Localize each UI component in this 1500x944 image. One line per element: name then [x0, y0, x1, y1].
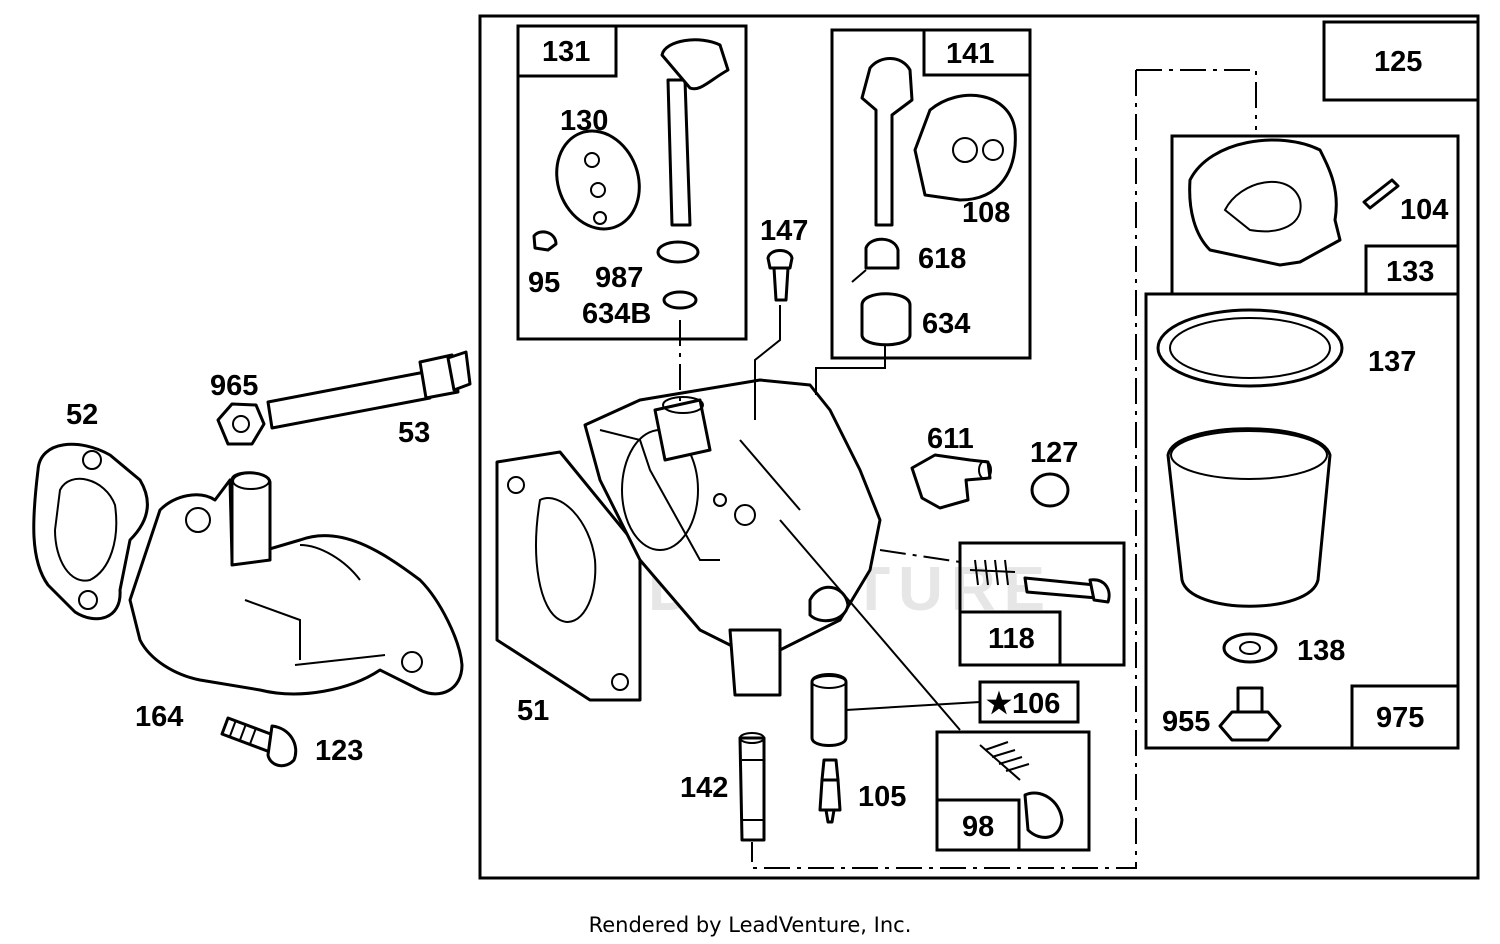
part-53-stud — [266, 350, 472, 430]
carburetor-body — [583, 378, 882, 697]
footer-credit: Rendered by LeadVenture, Inc. — [589, 913, 912, 937]
label-133: 133 — [1386, 256, 1434, 288]
part-106-seat — [810, 673, 848, 747]
label-131: 131 — [542, 36, 590, 68]
part-164-intake-manifold — [128, 471, 464, 696]
part-142-emulsion-tube — [738, 732, 766, 842]
part-104-pin — [1362, 178, 1400, 210]
part-123-screw — [220, 716, 298, 768]
kit-975-bowl — [1144, 292, 1460, 750]
label-53: 53 — [398, 417, 430, 449]
label-955: 955 — [1162, 706, 1210, 738]
label-634b: 634B — [582, 298, 651, 330]
part-105-needle — [818, 758, 842, 824]
label-130: 130 — [560, 105, 608, 137]
label-634: 634 — [922, 308, 970, 340]
label-51: 51 — [517, 695, 549, 727]
label-987: 987 — [595, 262, 643, 294]
kit-118-idle-mixture — [958, 541, 1126, 667]
label-123: 123 — [315, 735, 363, 767]
box-125 — [1322, 20, 1480, 102]
kit-98-main-jet — [935, 730, 1091, 852]
label-147: 147 — [760, 215, 808, 247]
label-52: 52 — [66, 399, 98, 431]
label-141: 141 — [946, 38, 994, 70]
part-127-washer — [1030, 472, 1070, 508]
kit-131-throttle-shaft — [516, 24, 748, 341]
kit-141-choke-shaft — [830, 28, 1032, 360]
label-118: 118 — [988, 623, 1035, 655]
label-127: 127 — [1030, 437, 1078, 469]
part-147-screw — [766, 249, 794, 302]
label-108: 108 — [962, 197, 1010, 229]
label-125: 125 — [1374, 46, 1422, 78]
leader-lines — [679, 69, 1257, 869]
label-106: ★106 — [986, 688, 1060, 720]
label-142: 142 — [680, 772, 728, 804]
label-98: 98 — [962, 811, 994, 843]
part-51-gasket — [495, 450, 642, 702]
label-975: 975 — [1376, 702, 1424, 734]
carburetor-assembly-frame — [478, 14, 1480, 880]
label-138: 138 — [1297, 635, 1345, 667]
label-611: 611 — [927, 423, 974, 455]
label-965: 965 — [210, 370, 258, 402]
label-105: 105 — [858, 781, 906, 813]
part-611-fitting — [910, 453, 992, 510]
label-618: 618 — [918, 243, 966, 275]
label-104: 104 — [1400, 194, 1448, 226]
label-137: 137 — [1368, 346, 1416, 378]
label-164: 164 — [135, 701, 183, 733]
part-965-nut — [216, 402, 266, 446]
part-52-gasket — [32, 442, 149, 621]
label-95: 95 — [528, 267, 560, 299]
